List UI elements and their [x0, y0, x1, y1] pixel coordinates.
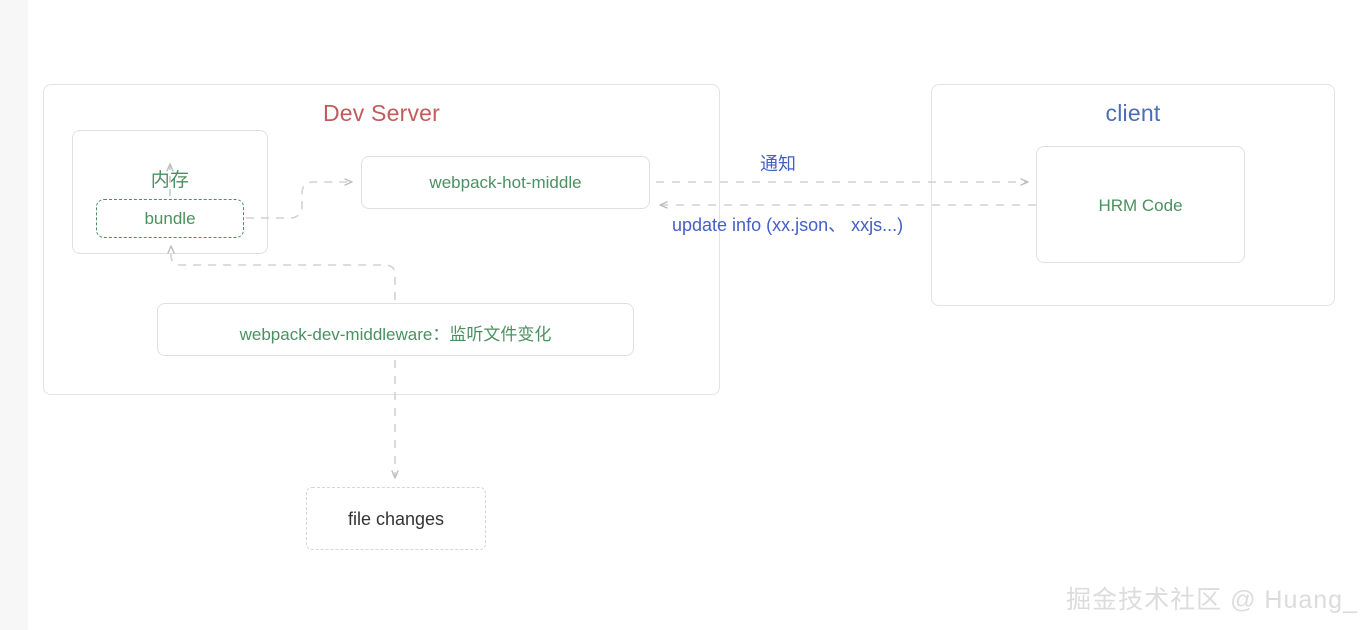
left-gutter-strip	[0, 0, 28, 630]
watermark: 掘金技术社区 @ Huang_	[1066, 586, 1358, 614]
bundle-box	[96, 199, 244, 238]
file-changes-label: file changes	[347, 509, 445, 529]
bundle-label: bundle	[144, 209, 196, 228]
webpack-dev-middleware-label: webpack-dev-middleware：监听文件变化	[239, 325, 552, 344]
webpack-dev-middleware-box	[157, 303, 634, 356]
update-info-label: update info (xx.json、 xxjs...)	[672, 215, 904, 235]
hrm-code-label: HRM Code	[1098, 196, 1183, 215]
webpack-hot-middle-box	[361, 156, 650, 209]
dev-server-title: Dev Server	[322, 100, 441, 126]
notify-label: 通知	[760, 154, 796, 174]
webpack-hot-middle-label: webpack-hot-middle	[429, 173, 582, 192]
hrm-code-box	[1036, 146, 1245, 263]
memory-title: 内存	[150, 170, 190, 191]
client-title: client	[1105, 100, 1161, 126]
file-changes-box	[306, 487, 486, 550]
